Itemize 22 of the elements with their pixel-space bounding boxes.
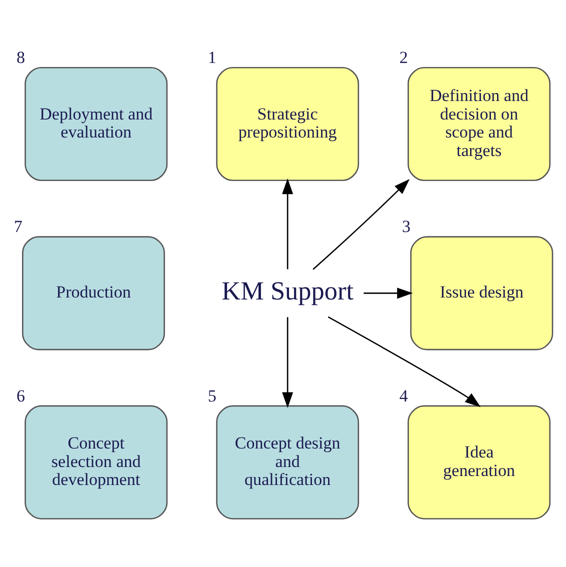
node-label: 3: [402, 216, 411, 236]
node-box: Deployment and evaluation: [24, 66, 168, 181]
arrow: [364, 287, 413, 298]
node-box: Idea generation: [408, 404, 551, 519]
arrow: [312, 178, 410, 270]
arrow: [282, 178, 294, 269]
node-box: Definition and decision on scope and targets: [408, 66, 551, 181]
node-label: 2: [399, 47, 408, 66]
node-label: 6: [16, 386, 25, 405]
node-label: 8: [16, 47, 25, 66]
node-label: 5: [208, 386, 216, 405]
node-label: 1: [208, 47, 216, 66]
node-box: Production: [22, 236, 165, 350]
node-box: Issue design: [410, 236, 554, 350]
arrow: [328, 316, 481, 407]
node-box: Concept selection and development: [24, 404, 168, 519]
node-box: Strategic prepositioning: [216, 66, 360, 181]
node-label: 4: [399, 386, 408, 405]
arrow: [282, 316, 294, 408]
node-box: Concept design and qualification: [216, 404, 360, 519]
node-label: 7: [14, 216, 22, 236]
node-text: KM Support: [222, 276, 354, 306]
